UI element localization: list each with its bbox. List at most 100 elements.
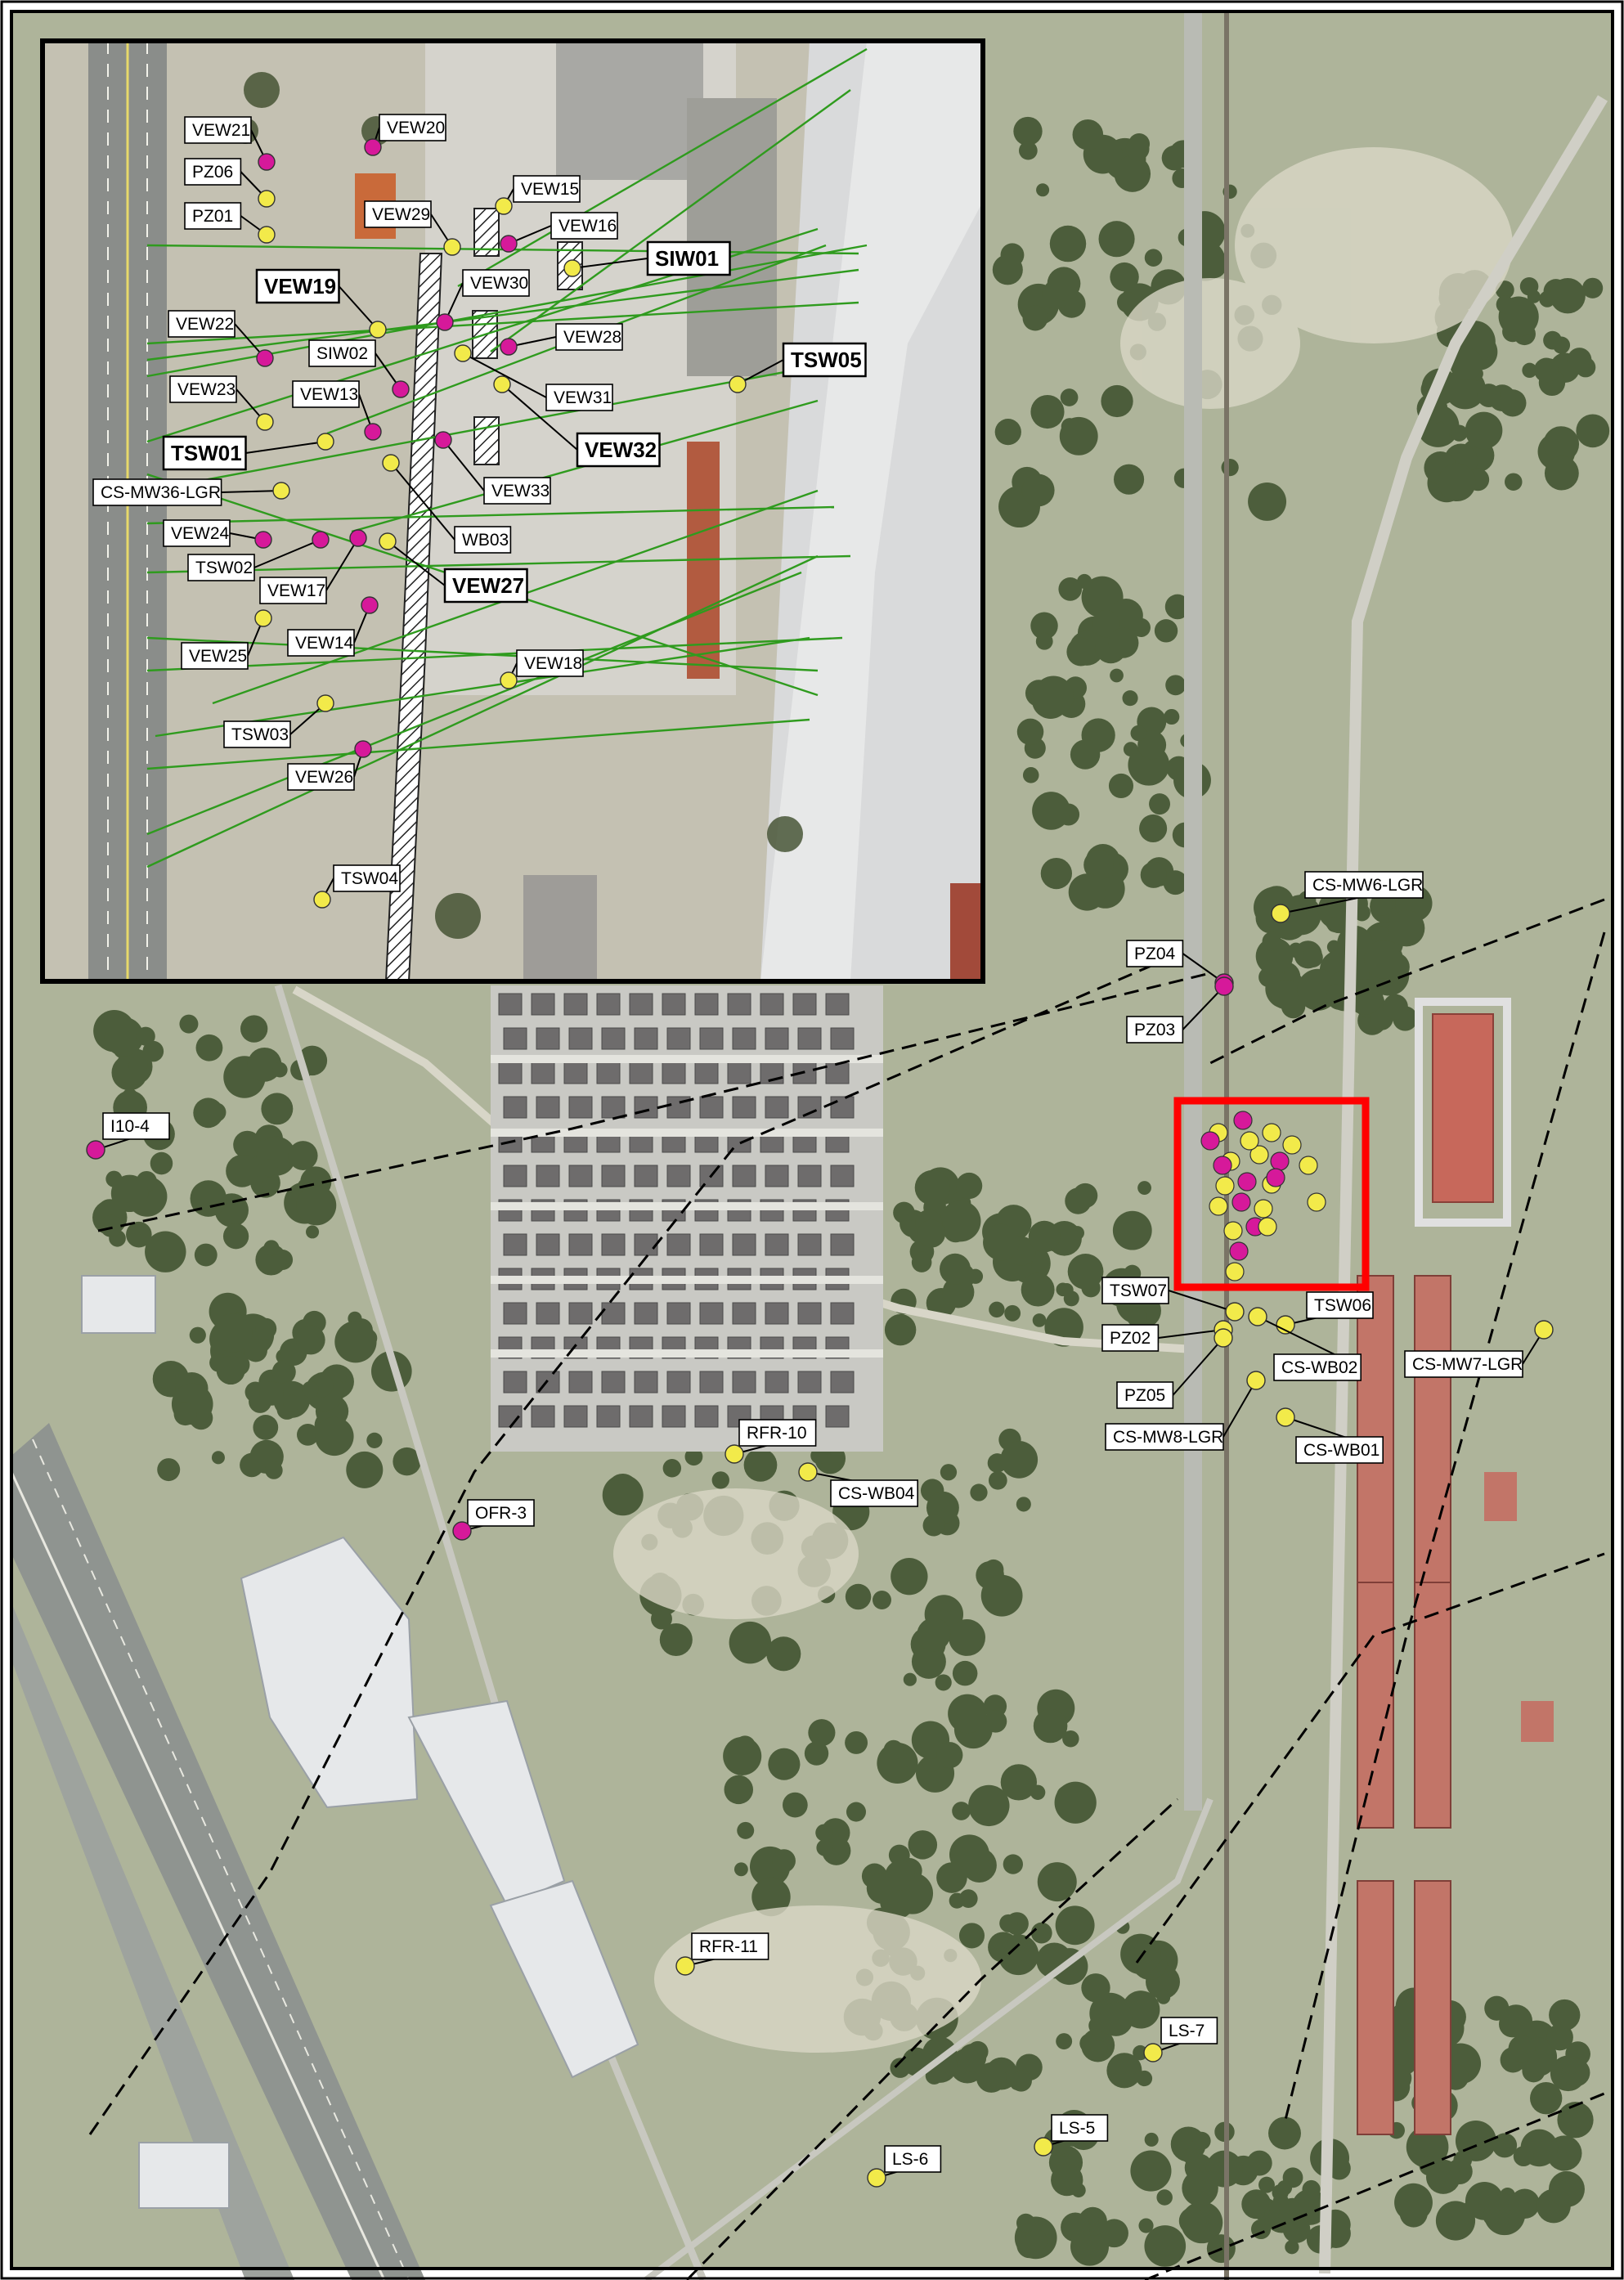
well-marker-monitoring[interactable] bbox=[563, 259, 581, 277]
well-label-pz05: PZ05 bbox=[1116, 1328, 1233, 1409]
well-marker-monitoring[interactable] bbox=[258, 190, 276, 208]
well-marker-extraction[interactable] bbox=[312, 531, 330, 549]
well-marker-monitoring[interactable] bbox=[1276, 1315, 1295, 1335]
well-label-text: WB03 bbox=[462, 531, 509, 550]
well-marker-monitoring[interactable] bbox=[316, 694, 334, 712]
well-label-text: VEW26 bbox=[295, 768, 353, 787]
red-building bbox=[1432, 1013, 1494, 1203]
well-label-text: VEW16 bbox=[559, 217, 617, 236]
well-marker-monitoring[interactable] bbox=[500, 671, 518, 689]
well-marker-monitoring[interactable] bbox=[254, 609, 272, 627]
well-marker-monitoring[interactable] bbox=[867, 2168, 886, 2188]
well-marker-monitoring[interactable] bbox=[379, 532, 397, 550]
well-label-text: VEW20 bbox=[387, 119, 445, 137]
well-label-cs-mw36-lgr: CS-MW36-LGR bbox=[92, 478, 290, 506]
well-marker-extraction[interactable] bbox=[452, 1521, 472, 1541]
well-marker-monitoring[interactable] bbox=[1214, 1328, 1233, 1348]
well-label-text: CS-MW6-LGR bbox=[1312, 876, 1423, 895]
well-marker-monitoring[interactable] bbox=[495, 197, 513, 215]
well-marker-monitoring[interactable] bbox=[1034, 2137, 1053, 2157]
well-marker-monitoring[interactable] bbox=[313, 891, 331, 909]
well-marker-monitoring[interactable] bbox=[729, 375, 747, 393]
well-label-vew21: VEW21 bbox=[184, 116, 276, 171]
well-label-vew24: VEW24 bbox=[163, 519, 272, 549]
well-marker-extraction[interactable] bbox=[500, 338, 518, 356]
well-marker-extraction[interactable] bbox=[256, 349, 274, 367]
well-marker-extraction[interactable] bbox=[434, 431, 452, 449]
well-label-text: OFR-3 bbox=[475, 1504, 527, 1523]
well-marker-monitoring[interactable] bbox=[454, 344, 472, 362]
well-label-vew26: VEW26 bbox=[287, 740, 372, 791]
well-label-text: PZ01 bbox=[192, 207, 233, 226]
well-marker-extraction[interactable] bbox=[254, 531, 272, 549]
well-label-text: LS-7 bbox=[1169, 2022, 1205, 2040]
diagonal-road bbox=[644, 1798, 1214, 2280]
well-label-text: I10-4 bbox=[110, 1117, 150, 1136]
inset-building-south bbox=[523, 875, 597, 981]
hatched-pad bbox=[473, 416, 500, 465]
well-marker-monitoring[interactable] bbox=[443, 238, 461, 256]
well-label-cs-mw8-lgr: CS-MW8-LGR bbox=[1105, 1371, 1266, 1451]
well-label-text: VEW25 bbox=[189, 647, 247, 666]
well-label-vew18: VEW18 bbox=[500, 649, 584, 689]
well-label-text: CS-WB02 bbox=[1281, 1358, 1357, 1377]
county-road bbox=[274, 984, 707, 2280]
well-label-text: RFR-11 bbox=[699, 1937, 758, 1956]
well-marker-monitoring[interactable] bbox=[1225, 1302, 1245, 1322]
well-label-tsw02: TSW02 bbox=[187, 531, 330, 581]
well-label-vew29: VEW29 bbox=[364, 200, 461, 256]
well-marker-monitoring[interactable] bbox=[1271, 904, 1290, 923]
well-marker-monitoring[interactable] bbox=[493, 375, 511, 393]
well-label-ls-6: LS-6 bbox=[867, 2145, 942, 2188]
well-label-text: VEW27 bbox=[452, 573, 524, 598]
well-marker-extraction[interactable] bbox=[361, 596, 379, 614]
well-marker-monitoring[interactable] bbox=[258, 226, 276, 244]
well-label-text: TSW04 bbox=[341, 869, 398, 888]
well-marker-extraction[interactable] bbox=[354, 740, 372, 758]
well-marker-monitoring[interactable] bbox=[316, 433, 334, 451]
well-label-text: VEW30 bbox=[470, 274, 528, 293]
well-marker-extraction[interactable] bbox=[500, 235, 518, 253]
inset-taxiway bbox=[760, 41, 981, 981]
well-marker-extraction[interactable] bbox=[1214, 976, 1234, 996]
well-label-vew13: VEW13 bbox=[292, 380, 382, 441]
well-marker-extraction[interactable] bbox=[258, 153, 276, 171]
well-marker-extraction[interactable] bbox=[349, 529, 367, 547]
well-marker-monitoring[interactable] bbox=[1246, 1371, 1266, 1390]
well-marker-extraction[interactable] bbox=[364, 138, 382, 156]
well-marker-extraction[interactable] bbox=[392, 380, 410, 398]
well-marker-extraction[interactable] bbox=[436, 313, 454, 331]
well-marker-monitoring[interactable] bbox=[256, 413, 274, 431]
well-marker-monitoring[interactable] bbox=[1534, 1320, 1554, 1340]
well-label-text: LS-6 bbox=[892, 2150, 928, 2169]
well-label-text: SIW01 bbox=[655, 246, 719, 271]
well-label-text: TSW03 bbox=[231, 725, 289, 744]
well-marker-monitoring[interactable] bbox=[272, 482, 290, 500]
well-marker-monitoring[interactable] bbox=[382, 454, 400, 472]
well-label-text: TSW06 bbox=[1314, 1296, 1371, 1315]
well-label-text: VEW13 bbox=[300, 385, 358, 404]
well-label-pz01: PZ01 bbox=[184, 202, 276, 244]
well-marker-monitoring[interactable] bbox=[1248, 1307, 1267, 1326]
well-marker-monitoring[interactable] bbox=[1276, 1407, 1295, 1427]
well-marker-monitoring[interactable] bbox=[725, 1444, 744, 1464]
well-marker-monitoring[interactable] bbox=[369, 321, 387, 339]
well-label-cs-mw6-lgr: CS-MW6-LGR bbox=[1271, 871, 1424, 923]
well-label-tsw07: TSW07 bbox=[1101, 1277, 1245, 1322]
well-label-siw02: SIW02 bbox=[308, 339, 410, 398]
well-marker-extraction[interactable] bbox=[364, 423, 382, 441]
well-marker-monitoring[interactable] bbox=[675, 1956, 695, 1976]
well-label-pz02: PZ02 bbox=[1101, 1320, 1233, 1352]
vegetation-layer bbox=[92, 116, 1610, 2267]
well-label-vew14: VEW14 bbox=[287, 596, 379, 657]
well-label-ofr-3: OFR-3 bbox=[452, 1499, 535, 1541]
commercial-buildings bbox=[81, 1275, 639, 2209]
well-marker-monitoring[interactable] bbox=[798, 1462, 818, 1482]
well-label-text: PZ03 bbox=[1134, 1021, 1175, 1039]
well-marker-extraction[interactable] bbox=[86, 1140, 105, 1160]
well-label-text: SIW02 bbox=[316, 344, 368, 363]
well-marker-monitoring[interactable] bbox=[1143, 2043, 1163, 2062]
well-label-text: PZ05 bbox=[1124, 1386, 1165, 1405]
